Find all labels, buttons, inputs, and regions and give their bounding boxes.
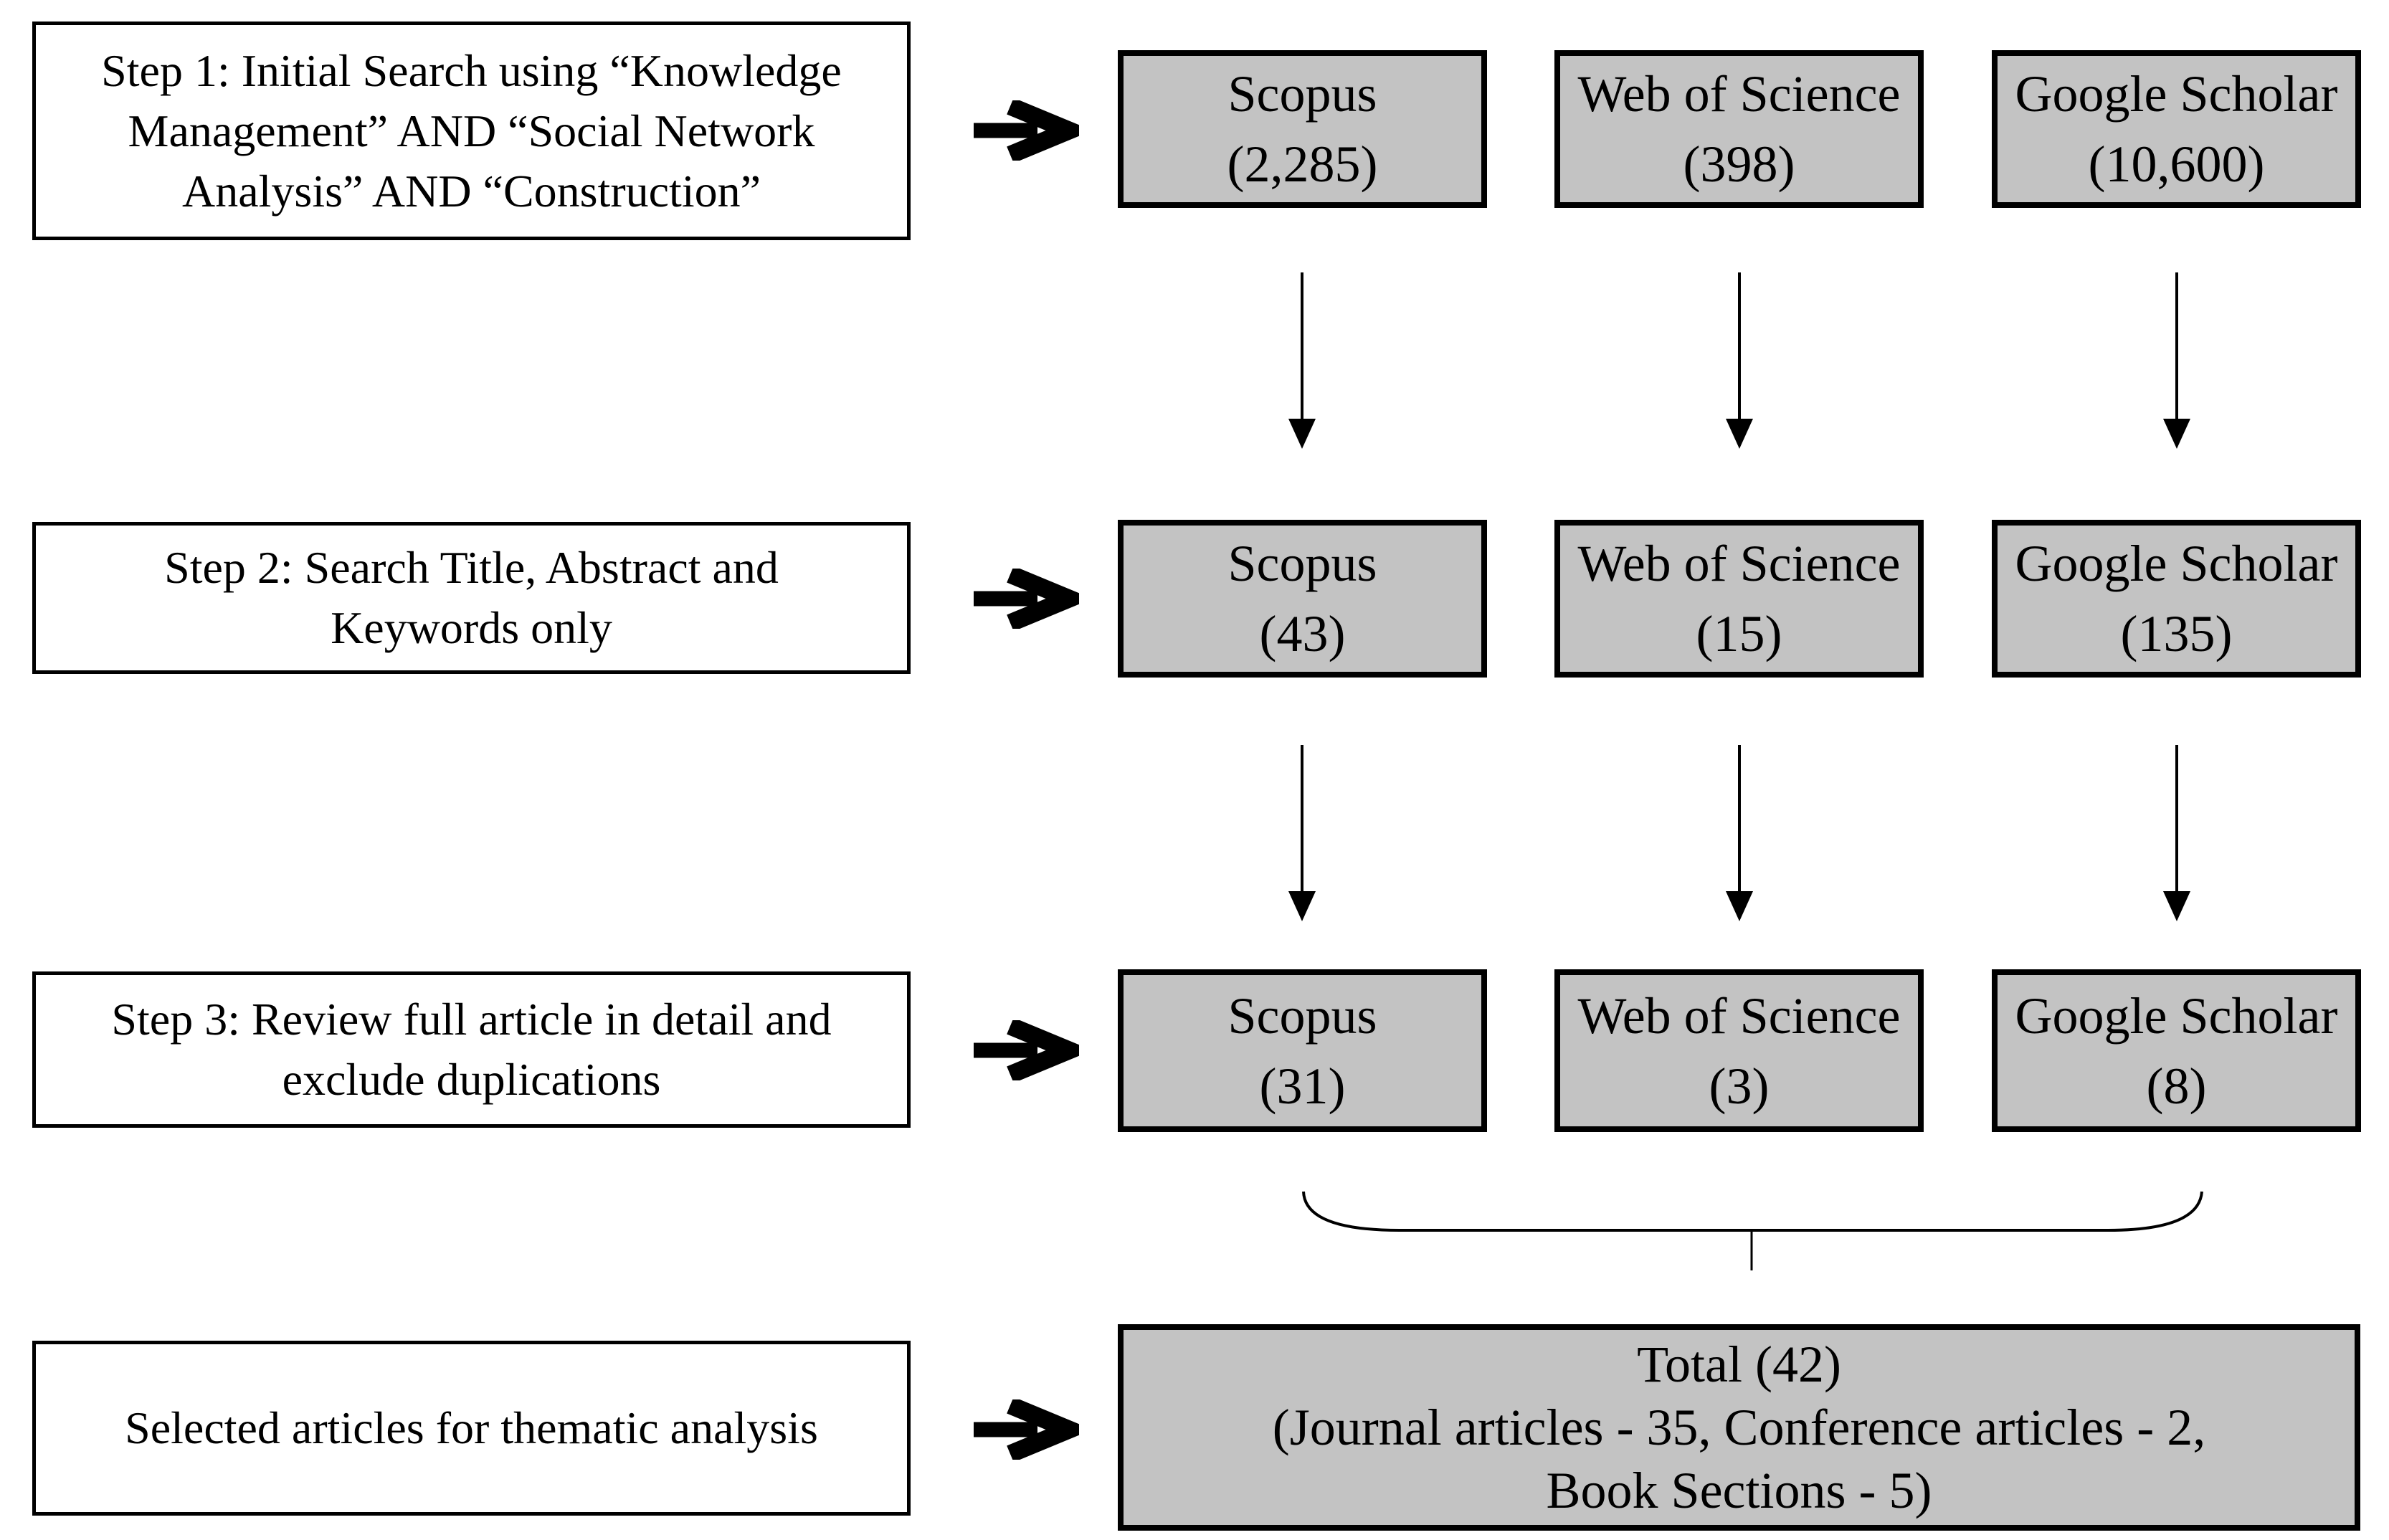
step2-text-line: Keywords only: [331, 602, 612, 653]
step2-box: Step 2: Search Title, Abstract and Keywo…: [32, 522, 911, 674]
arrow-right-icon: [974, 1020, 1079, 1080]
source-name: Web of Science: [1577, 65, 1901, 123]
step2-text-line: Step 2: Search Title, Abstract and: [164, 542, 779, 593]
source-box-scopus-row1: Scopus (2,285): [1118, 50, 1487, 208]
total-text-line: Book Sections - 5): [1546, 1462, 1932, 1519]
total-text-line: (Journal articles - 35, Conference artic…: [1272, 1399, 2206, 1456]
source-box-web-of-science-row2: Web of Science (15): [1554, 520, 1924, 678]
arrow-right-icon: [974, 1399, 1079, 1460]
source-box-google-scholar-row1: Google Scholar (10,600): [1992, 50, 2361, 208]
source-name: Web of Science: [1577, 987, 1901, 1045]
step3-box: Step 3: Review full article in detail an…: [32, 971, 911, 1128]
arrow-down-icon: [1288, 745, 1316, 921]
source-name: Scopus: [1227, 65, 1377, 123]
arrow-down-icon: [2163, 745, 2190, 921]
source-name: Google Scholar: [2015, 987, 2338, 1045]
source-name: Scopus: [1227, 535, 1377, 592]
source-count: (10,600): [2088, 136, 2265, 193]
source-count: (398): [1683, 136, 1795, 193]
arrow-right-icon: [974, 100, 1079, 161]
source-name: Google Scholar: [2015, 535, 2338, 592]
source-count: (2,285): [1227, 136, 1378, 193]
source-name: Google Scholar: [2015, 65, 2338, 123]
source-count: (3): [1709, 1057, 1770, 1115]
brace-connector: [1302, 1191, 2203, 1270]
total-text-line: Total (42): [1637, 1336, 1841, 1393]
step3-text-line: exclude duplications: [282, 1054, 661, 1105]
source-box-scopus-row2: Scopus (43): [1118, 520, 1487, 678]
source-box-web-of-science-row3: Web of Science (3): [1554, 969, 1924, 1132]
arrow-down-icon: [1288, 272, 1316, 449]
arrow-down-icon: [1726, 745, 1753, 921]
step1-text-line: Management” AND “Social Network: [128, 105, 815, 156]
source-box-google-scholar-row3: Google Scholar (8): [1992, 969, 2361, 1132]
arrow-down-icon: [2163, 272, 2190, 449]
step1-text-line: Step 1: Initial Search using “Knowledge: [101, 44, 842, 96]
source-count: (8): [2146, 1057, 2207, 1115]
step4-box: Selected articles for thematic analysis: [32, 1341, 911, 1516]
source-name: Scopus: [1227, 987, 1377, 1045]
source-name: Web of Science: [1577, 535, 1901, 592]
source-count: (135): [2120, 605, 2233, 662]
source-count: (43): [1259, 605, 1346, 662]
step1-text-line: Analysis” AND “Construction”: [182, 165, 761, 217]
total-box: Total (42) (Journal articles - 35, Confe…: [1118, 1324, 2360, 1531]
step3-text-line: Step 3: Review full article in detail an…: [111, 994, 832, 1045]
source-box-scopus-row3: Scopus (31): [1118, 969, 1487, 1132]
source-count: (31): [1259, 1057, 1346, 1115]
source-box-google-scholar-row2: Google Scholar (135): [1992, 520, 2361, 678]
step1-box: Step 1: Initial Search using “Knowledge …: [32, 22, 911, 240]
step4-text-line: Selected articles for thematic analysis: [125, 1402, 818, 1453]
arrow-right-icon: [974, 569, 1079, 629]
arrow-down-icon: [1726, 272, 1753, 449]
source-count: (15): [1696, 605, 1782, 662]
source-box-web-of-science-row1: Web of Science (398): [1554, 50, 1924, 208]
